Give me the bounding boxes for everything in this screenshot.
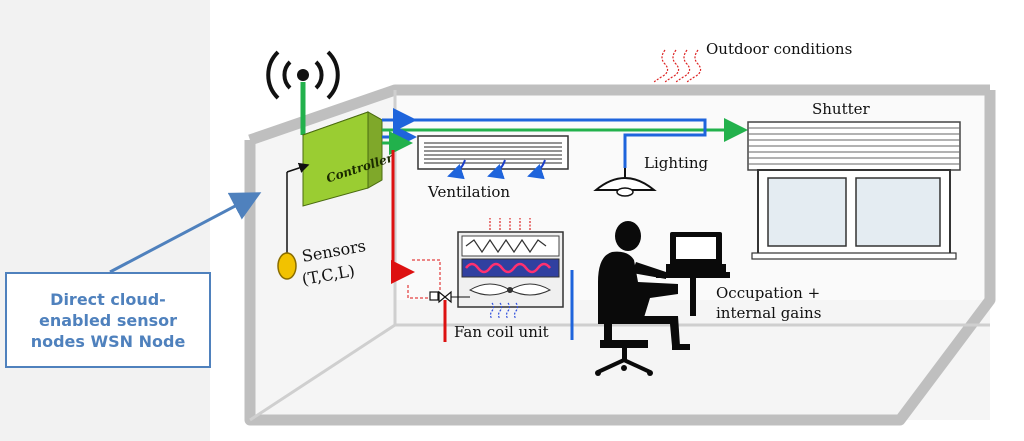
- outdoor-conditions-label: Outdoor conditions: [706, 40, 852, 58]
- controller-box: Controller: [301, 111, 396, 207]
- control-lines: [382, 108, 748, 342]
- lighting-label: Lighting: [644, 154, 709, 172]
- fan-coil-icon: [407, 218, 564, 320]
- window-icon: [747, 121, 961, 260]
- wsn-node-callout-text: Direct cloud- enabled sensor nodes WSN N…: [30, 289, 186, 351]
- callout-pointer-arrow: [109, 192, 262, 274]
- fan-coil-label: Fan coil unit: [454, 323, 549, 341]
- antenna-icon: [266, 50, 340, 135]
- ventilation-grille-icon: [417, 135, 569, 180]
- person-at-computer-icon: [595, 221, 730, 376]
- shutter-label: Shutter: [812, 100, 871, 118]
- ceiling-lamp-icon: [593, 168, 657, 197]
- ventilation-label: Ventilation: [427, 183, 510, 201]
- heat-wave-icon: [653, 49, 702, 83]
- occupation-label-line2: internal gains: [716, 304, 821, 322]
- wsn-node-callout: Direct cloud- enabled sensor nodes WSN N…: [5, 272, 211, 368]
- thermometer-sensor-icon: [277, 162, 310, 280]
- occupation-label-line1: Occupation +: [716, 284, 820, 302]
